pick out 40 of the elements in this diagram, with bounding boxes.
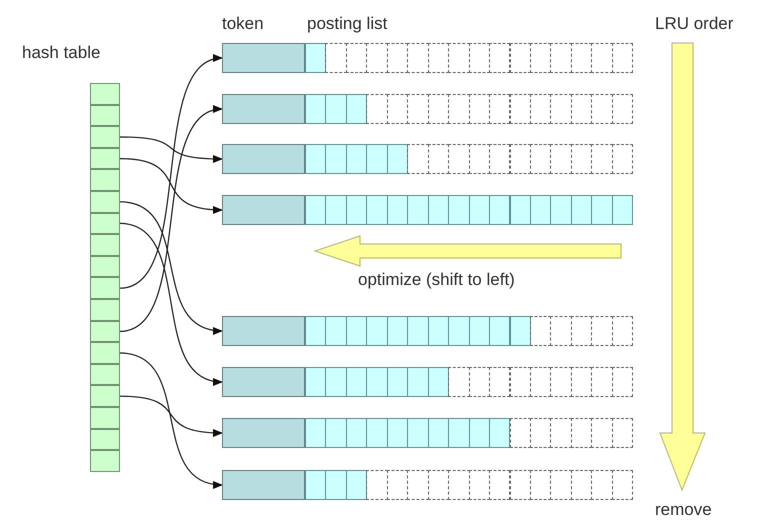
table-cell xyxy=(90,299,120,321)
table-heading: hash table xyxy=(22,43,100,63)
arrow xyxy=(120,107,223,332)
table-cell xyxy=(90,277,120,299)
token-box xyxy=(222,195,305,225)
table-cell xyxy=(90,342,120,364)
arrow xyxy=(120,352,223,488)
token-box xyxy=(222,316,305,346)
token-box xyxy=(222,94,305,124)
table-cell xyxy=(90,126,120,148)
token-box xyxy=(222,470,305,500)
column-heading: token xyxy=(222,14,264,34)
arrow xyxy=(120,222,223,384)
arrow xyxy=(120,396,223,437)
table-cell xyxy=(90,428,120,450)
table-cell xyxy=(90,212,120,234)
arrow xyxy=(120,201,223,334)
table-cell xyxy=(90,83,120,105)
table-cell xyxy=(90,148,120,170)
token-box xyxy=(222,418,305,448)
token-box xyxy=(222,144,305,174)
table-cell xyxy=(90,256,120,278)
arrow-label: optimize (shift to left) xyxy=(358,270,515,290)
table-cell xyxy=(90,104,120,126)
arrow xyxy=(120,56,223,289)
column-heading: posting list xyxy=(307,14,388,34)
table-cell xyxy=(90,320,120,342)
token-box xyxy=(222,367,305,397)
table-cell xyxy=(90,407,120,429)
table-cell xyxy=(90,234,120,256)
axis-label: LRU order xyxy=(655,14,734,34)
arrow xyxy=(120,158,223,214)
table-cell xyxy=(90,191,120,213)
table-cell xyxy=(90,385,120,407)
token-box xyxy=(222,43,305,73)
arrow xyxy=(120,136,223,163)
table-cell xyxy=(90,364,120,386)
table-cell xyxy=(90,450,120,472)
axis-label: remove xyxy=(655,500,712,520)
table-cell xyxy=(90,169,120,191)
